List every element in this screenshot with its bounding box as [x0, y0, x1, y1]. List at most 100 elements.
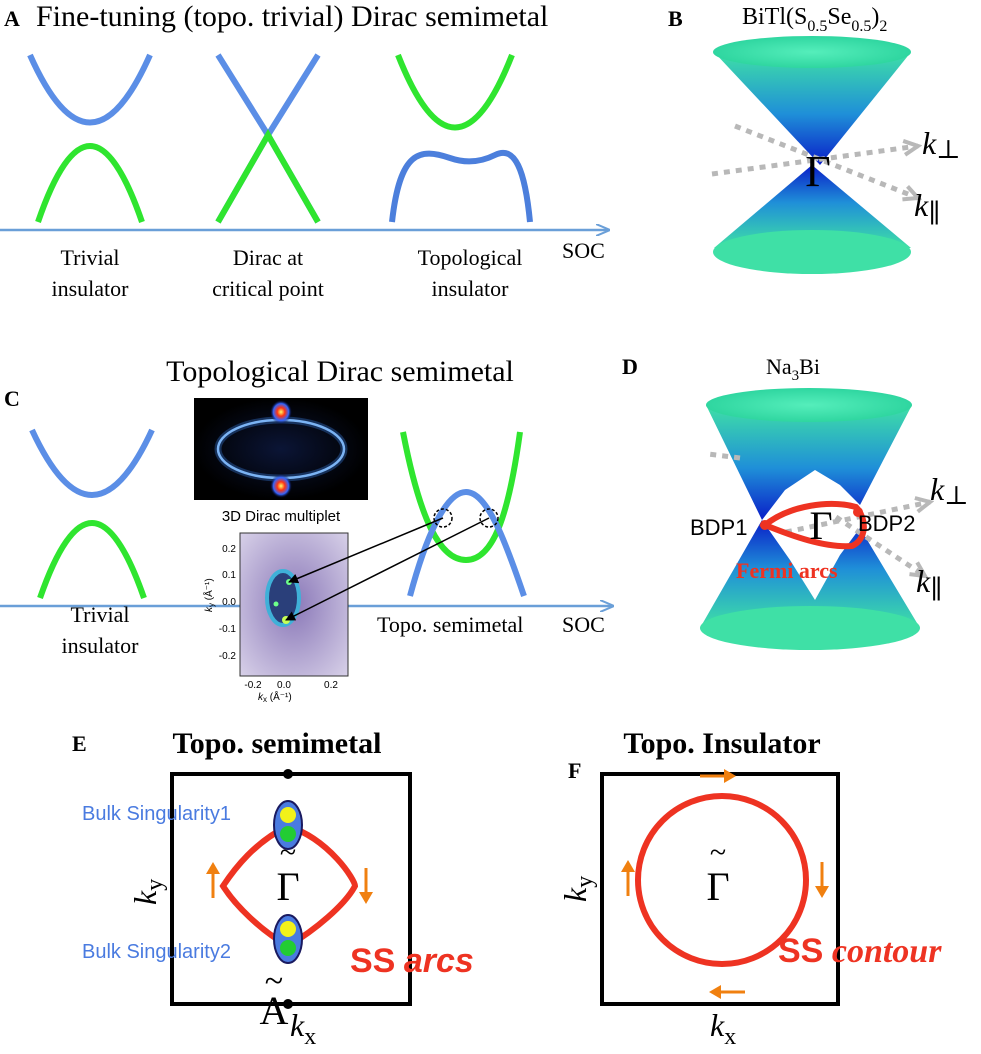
- panel-c-trivial-valence-band: [37, 520, 147, 599]
- panel-c-axis-label: SOC: [562, 612, 605, 637]
- panel-a-label-topo-1: Topological: [418, 245, 523, 270]
- panel-f-ky-sub: y: [572, 876, 598, 888]
- panel-a-letter: A: [4, 6, 20, 31]
- panel-e-singularity-1-label: Bulk Singularity1: [82, 803, 231, 825]
- panel-f-orange-arrow-top: [700, 769, 736, 783]
- panel-a: A Fine-tuning (topo. trivial) Dirac semi…: [0, 0, 608, 301]
- panel-d-sub-3: 3: [792, 368, 800, 384]
- panel-e-letter: E: [72, 731, 87, 756]
- panel-a-label-topo-2: insulator: [432, 276, 510, 301]
- panel-d-material-end: Bi: [799, 354, 820, 379]
- panel-f-ky-label: ky: [557, 876, 598, 902]
- panel-d-k-par: k: [916, 563, 931, 599]
- arpes-xlabel-sub: x: [263, 695, 267, 704]
- panel-d-k-perp-sub: ⊥: [944, 481, 968, 510]
- panel-a-label-trivial-1: Trivial: [60, 245, 119, 270]
- panel-c-dirac-point-right: [479, 508, 499, 528]
- panel-f-letter: F: [568, 758, 581, 783]
- panel-d-material: Na3Bi: [766, 354, 820, 384]
- panel-a-topo-conduction-band: [395, 53, 515, 131]
- panel-e-top-dot: [283, 769, 293, 779]
- arpes-ylabel-sub: y: [207, 603, 216, 607]
- panel-c-link-arrow-lower: [285, 517, 490, 621]
- panel-f-ky: k: [557, 887, 593, 902]
- panel-e-orange-arrow-down: [359, 868, 373, 904]
- panel-b-material: BiTl(S0.5Se0.5)2: [742, 4, 887, 35]
- panel-f: F Topo. Insulator ~ Γ ky kx SS contour: [557, 727, 942, 1050]
- panel-d-upper-cone: [706, 405, 912, 520]
- panel-c-inset-caption: 3D Dirac multiplet: [222, 508, 341, 525]
- singularity-2-yellow: [280, 921, 296, 937]
- panel-a-label-dirac-1: Dirac at: [233, 245, 303, 270]
- panel-f-orange-arrow-left: [621, 860, 635, 896]
- panel-b: B BiTl(S0.5Se0.5)2 Γ k⊥ k∥: [668, 4, 961, 274]
- panel-d-bdp1: BDP1: [690, 515, 747, 540]
- arpes-xlabel-unit: (Å⁻¹): [267, 690, 292, 703]
- panel-c-arpes-xticks: -0.2 0.0 0.2: [244, 680, 338, 691]
- panel-c-arpes-ylabel: ky (Å⁻¹): [202, 578, 216, 612]
- panel-d-lower-cone-cap: [700, 606, 920, 650]
- panel-d-bdp2-dot: [853, 507, 863, 517]
- panel-e-singularity-2: [273, 914, 303, 964]
- panel-c-multiplet-hotspot-bottom: [270, 474, 292, 498]
- panel-b-sub-se: 0.5: [851, 18, 871, 35]
- panel-e: E Topo. semimetal Bulk Singularity1 Bulk…: [72, 727, 474, 1050]
- panel-b-material-se: Se: [827, 4, 851, 30]
- panel-b-lower-cone: [714, 165, 911, 248]
- arpes-ylabel-unit: (Å⁻¹): [202, 578, 215, 603]
- panel-f-ss: SS: [778, 932, 823, 970]
- panel-e-kx-sub: x: [304, 1024, 316, 1050]
- panel-f-title: Topo. Insulator: [623, 727, 820, 760]
- panel-c-dirac-point-left: [433, 508, 453, 528]
- panel-b-gamma: Γ: [805, 147, 830, 196]
- panel-e-ss-label: SS arcs: [350, 942, 474, 980]
- panel-f-kx-sub: x: [724, 1024, 736, 1050]
- panel-b-lower-cone-cap: [713, 230, 911, 274]
- panel-f-ss-word: contour: [832, 933, 942, 970]
- panel-d-k-par-sub: ∥: [930, 575, 942, 604]
- panel-b-k-par: k: [914, 187, 929, 223]
- panel-e-orange-arrow-up: [206, 862, 220, 898]
- panel-c-title: Topological Dirac semimetal: [166, 355, 514, 388]
- panel-c-arpes-feature-dot-3: [273, 601, 279, 607]
- panel-b-k-par-sub: ∥: [928, 199, 940, 228]
- panel-b-sub-s: 0.5: [807, 18, 827, 35]
- singularity-2-green: [280, 940, 296, 956]
- panel-f-kx-label: kx: [710, 1007, 736, 1050]
- panel-d-material-main: Na: [766, 354, 792, 379]
- panel-b-k-par-label: k∥: [914, 187, 940, 228]
- panel-d-back-arrow: [707, 451, 741, 461]
- panel-d-lower-cone: [700, 520, 920, 628]
- panel-d-k-perp-label: k⊥: [930, 471, 969, 510]
- panel-c: C Topological Dirac semimetal Trivial in…: [0, 355, 612, 704]
- panel-e-singularity-2-label: Bulk Singularity2: [82, 941, 231, 963]
- panel-a-title: Fine-tuning (topo. trivial) Dirac semime…: [36, 0, 548, 33]
- panel-b-sub-2: 2: [879, 18, 887, 35]
- panel-c-topo-green-band: [400, 431, 523, 564]
- panel-c-multiplet-hotspot-top: [270, 400, 292, 424]
- panel-f-gamma-tilde: ~: [710, 836, 726, 869]
- panel-d-k-perp: k: [930, 471, 945, 507]
- panel-e-kx-label: kx: [290, 1007, 316, 1050]
- panel-d-letter: D: [622, 354, 638, 379]
- panel-f-ss-label: SS contour: [778, 932, 942, 970]
- panel-f-ss-space: [823, 933, 832, 970]
- panel-f-gamma: Γ: [706, 864, 729, 909]
- panel-c-topo-blue-band: [407, 488, 527, 597]
- arpes-xtick: 0.2: [324, 680, 338, 691]
- panel-d-k-par-arrow: [834, 514, 925, 576]
- panel-d-bdp2: BDP2: [858, 511, 915, 536]
- panel-a-label-dirac-2: critical point: [212, 276, 324, 301]
- panel-e-kx: k: [290, 1007, 305, 1043]
- panel-a-trivial-conduction-band: [27, 53, 153, 126]
- panel-f-orange-arrow-right: [815, 862, 829, 898]
- panel-a-axis-label: SOC: [562, 238, 605, 263]
- panel-e-gamma-tilde: ~: [280, 836, 296, 869]
- panel-d: D Na3Bi Γ BDP1 BDP2 Fermi arcs k⊥ k∥: [622, 354, 969, 650]
- panel-f-orange-arrow-bottom: [709, 985, 745, 999]
- panel-e-a-tilde: ~: [265, 963, 283, 1000]
- panel-d-bdp1-dot: [760, 520, 770, 530]
- panel-d-gamma: Γ: [809, 503, 832, 548]
- panel-d-fermi-arcs: Fermi arcs: [736, 558, 838, 583]
